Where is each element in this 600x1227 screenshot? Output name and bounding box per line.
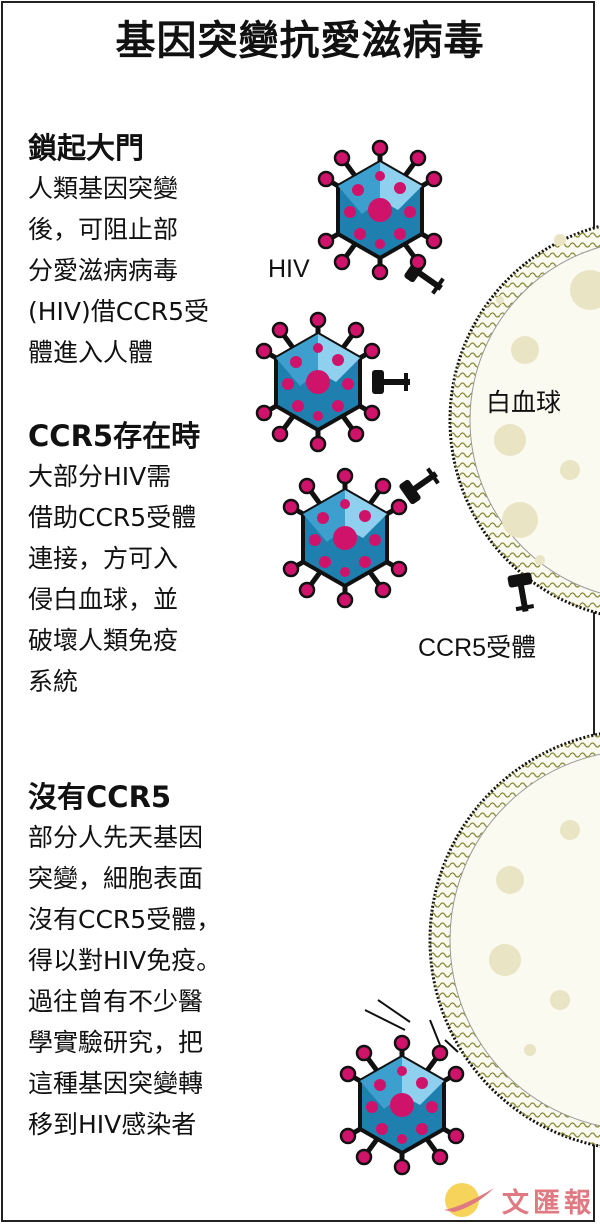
- text-line: 體進入人體: [28, 338, 154, 367]
- text-line: 突變，細胞表面: [28, 864, 204, 893]
- text-line: 破壞人類免疫: [28, 626, 179, 655]
- text-line: 人類基因突變: [28, 174, 179, 203]
- ccr5-receptor-label: CCR5受體: [418, 634, 537, 662]
- section-heading: 鎖起大門: [28, 131, 145, 165]
- white-blood-cell-top: [448, 224, 600, 616]
- bounce-lines: [364, 999, 459, 1053]
- white-blood-cell-bottom: [428, 732, 600, 1148]
- logo-text: 文匯報: [502, 1187, 595, 1219]
- text-line: 後，可阻止部: [28, 215, 179, 244]
- text-line: 移到HIV感染者: [28, 1110, 197, 1139]
- section-heading: CCR5存在時: [28, 419, 201, 453]
- section-ccr5-present: CCR5存在時 大部分HIV需 借助CCR5受體 連接，方可入 侵白血球，並 破…: [28, 416, 200, 702]
- text-line: (HIV)借CCR5受: [28, 297, 209, 326]
- text-line: 學實驗研究，把: [28, 1028, 204, 1057]
- text-line: 借助CCR5受體: [28, 503, 197, 532]
- page-title: 基因突變抗愛滋病毒: [115, 18, 485, 64]
- hiv-label: HIV: [268, 255, 310, 283]
- logo-sun-icon: [444, 1183, 494, 1217]
- text-line: 得以對HIV免疫。: [28, 946, 222, 975]
- text-line: 侵白血球，並: [28, 585, 179, 614]
- section-heading: 沒有CCR5: [28, 780, 172, 814]
- text-line: 過往曾有不少醫: [28, 987, 204, 1016]
- text-line: 連接，方可入: [28, 544, 179, 573]
- publisher-logo: 文匯報: [440, 1180, 595, 1220]
- section-lock: 鎖起大門 人類基因突變 後，可阻止部 分愛滋病病毒 (HIV)借CCR5受 體進…: [28, 128, 209, 373]
- text-line: 分愛滋病病毒: [28, 256, 179, 285]
- text-line: 這種基因突變轉: [28, 1069, 204, 1098]
- text-line: 系統: [28, 667, 79, 696]
- text-line: 沒有CCR5受體，: [28, 905, 222, 934]
- section-no-ccr5: 沒有CCR5 部分人先天基因 突變，細胞表面 沒有CCR5受體， 得以對HIV免…: [28, 777, 221, 1145]
- text-line: 部分人先天基因: [28, 823, 204, 852]
- text-line: 大部分HIV需: [28, 462, 172, 491]
- white-blood-cell-label: 白血球: [486, 389, 562, 417]
